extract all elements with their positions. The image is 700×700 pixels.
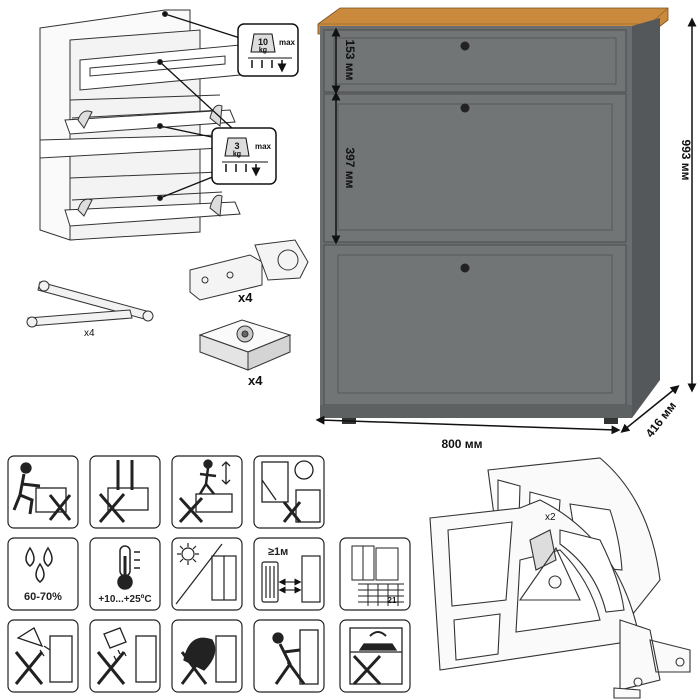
care-icons-grid xyxy=(7,455,411,693)
drawer-weight-max: max xyxy=(279,38,296,47)
exploded-cabinet-drawing xyxy=(39,9,246,241)
mechanism-quantity: x2 xyxy=(545,512,556,523)
no-pulling-over-icon xyxy=(272,629,319,685)
foot-quantity: x4 xyxy=(248,373,263,388)
flap-height-label: 397 мм xyxy=(343,147,357,188)
width-label: 800 мм xyxy=(441,437,482,451)
top-drawer-height-label: 153 мм xyxy=(343,39,357,80)
depth-label: 416 мм xyxy=(643,399,679,440)
dimension-lines xyxy=(315,17,697,435)
temperature-label: +10...+25ºC xyxy=(98,594,151,605)
no-direct-sunlight-icon xyxy=(175,543,237,605)
stay-arm-hardware xyxy=(26,280,154,328)
total-height-label: 993 мм xyxy=(679,139,693,180)
no-abrasives-icon xyxy=(96,627,157,685)
assembly-reference-icon xyxy=(351,545,404,606)
hinge-hardware xyxy=(189,239,309,301)
no-solvents-icon xyxy=(14,627,73,685)
flap-mechanism-drawing xyxy=(429,457,691,699)
flap-weight-unit: kg xyxy=(233,151,241,158)
flap-weight-max: max xyxy=(255,142,272,151)
drawer-weight-value: 10 xyxy=(258,37,268,47)
temperature-icon xyxy=(117,545,140,590)
hinge-quantity: x4 xyxy=(238,290,253,305)
drawer-load-label: 10 kg max xyxy=(237,23,299,77)
stay-arm-quantity: x4 xyxy=(84,328,95,339)
no-standing-icon xyxy=(98,460,149,523)
flap-load-label: 3 kg max xyxy=(211,127,277,185)
cabinet-illustration xyxy=(317,7,669,424)
foot-hardware xyxy=(198,319,292,371)
grid-number-label: 21 xyxy=(388,596,397,605)
humidity-label: 60-70% xyxy=(24,591,62,603)
no-leaning-icon xyxy=(12,462,72,521)
no-climbing-icon xyxy=(178,459,233,524)
flap-weight-value: 3 xyxy=(234,141,239,151)
heater-distance-icon xyxy=(261,555,321,603)
no-hanging-on-flap-icon xyxy=(261,460,321,523)
distance-label: ≥1м xyxy=(268,546,288,558)
drawer-weight-unit: kg xyxy=(259,47,267,54)
humidity-icon xyxy=(25,546,53,583)
no-wet-cleaning-icon xyxy=(180,635,237,685)
no-heavy-objects-icon xyxy=(349,627,403,686)
